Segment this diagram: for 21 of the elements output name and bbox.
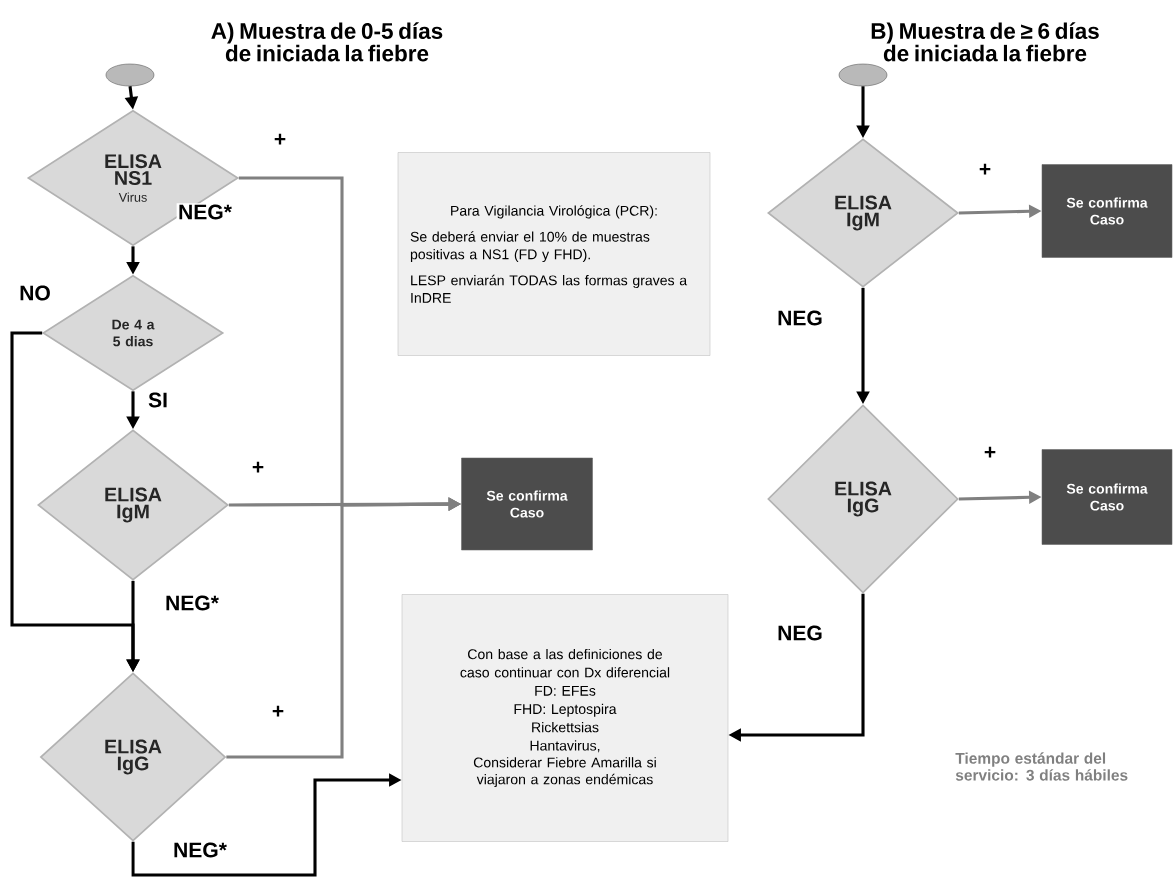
edge-label: NEG* [176,203,234,221]
edge-label: + [982,445,998,461]
start-ellipse [105,63,155,87]
start-ellipse [838,63,888,87]
edge-label: NEG [775,624,825,642]
edge-label: + [270,704,286,720]
edge-label: NEG [775,309,825,327]
edge-label: + [977,162,993,178]
edge-label: NEG* [163,594,221,612]
edge-label: NEG* [171,841,229,859]
service-time-note: Tiempo estándar del servicio: 3 días hábiles [955,752,1128,781]
edge-label: + [272,132,288,148]
edge-label: + [250,460,266,476]
edge-label: SI [146,391,170,409]
column-heading: A) Muestra de 0-5 días de iniciada la fiebre [211,22,443,62]
result-box: Se confirma Caso [1041,164,1173,258]
column-heading: B) Muestra de ≥ 6 días de iniciada la fiebre [871,22,1099,62]
note-box: Para Vigilancia Virológica (PCR): Se deberá enviar el 10% de muestras positivas a NS1 (FD y FHD). LESP enviarán TODAS las formas graves a InDRE [397,152,711,356]
note-box: Con base a las definiciones de caso continuar con Dx diferencial FD: EFEs FHD: Leptospira Rickettsias Hantavirus, Considerar Fiebre Amarilla si viajaron a zonas endémicas [401,594,729,842]
result-box: Se confirma Caso [1041,449,1173,545]
result-box: Se confirma Caso [461,457,593,551]
